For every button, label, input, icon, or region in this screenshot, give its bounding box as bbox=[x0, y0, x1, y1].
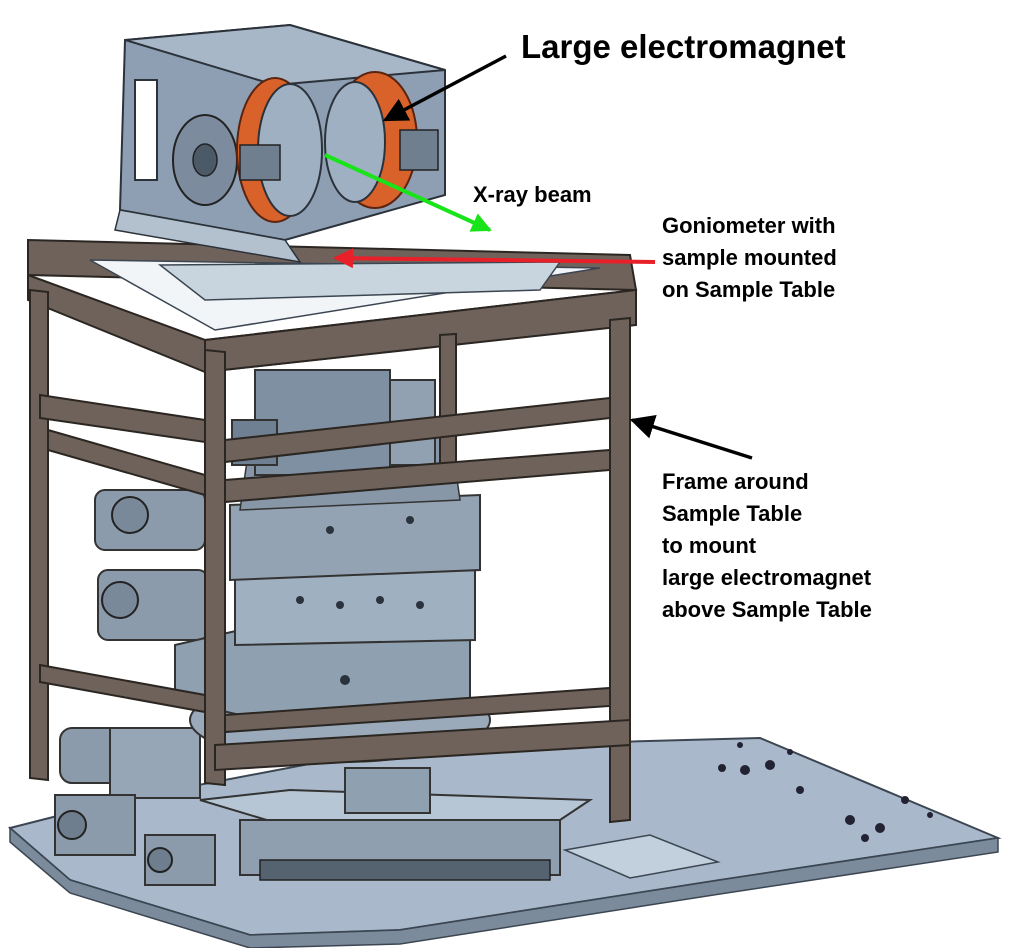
frame-pointer-arrow bbox=[629, 414, 753, 460]
electromagnet bbox=[114, 23, 446, 264]
frame-label-line: to mount bbox=[662, 533, 757, 558]
frame-label-line: Frame around bbox=[662, 469, 809, 494]
stage-motors bbox=[54, 489, 216, 886]
beam-arrow bbox=[324, 153, 492, 232]
frame-top-opening bbox=[89, 259, 601, 331]
goniometer-label-line: Goniometer with bbox=[662, 213, 836, 238]
electromagnet-label: Large electromagnet bbox=[521, 28, 846, 65]
goniometer-label-line: on Sample Table bbox=[662, 277, 836, 302]
frame-label-line: Sample Table bbox=[662, 501, 803, 526]
goniometer-arrow bbox=[333, 248, 656, 269]
electromagnet-pointer-arrow bbox=[382, 54, 507, 122]
frame-label-line: large electromagnet bbox=[662, 565, 872, 590]
frame-label-line: above Sample Table bbox=[662, 597, 872, 622]
xray-beam-label: X-ray beam bbox=[473, 182, 592, 207]
goniometer-label-line: sample mounted bbox=[662, 245, 837, 270]
frame-label: Frame around Sample Table to mount large… bbox=[662, 466, 872, 626]
goniometer-label: Goniometer with sample mounted on Sample… bbox=[662, 210, 837, 306]
